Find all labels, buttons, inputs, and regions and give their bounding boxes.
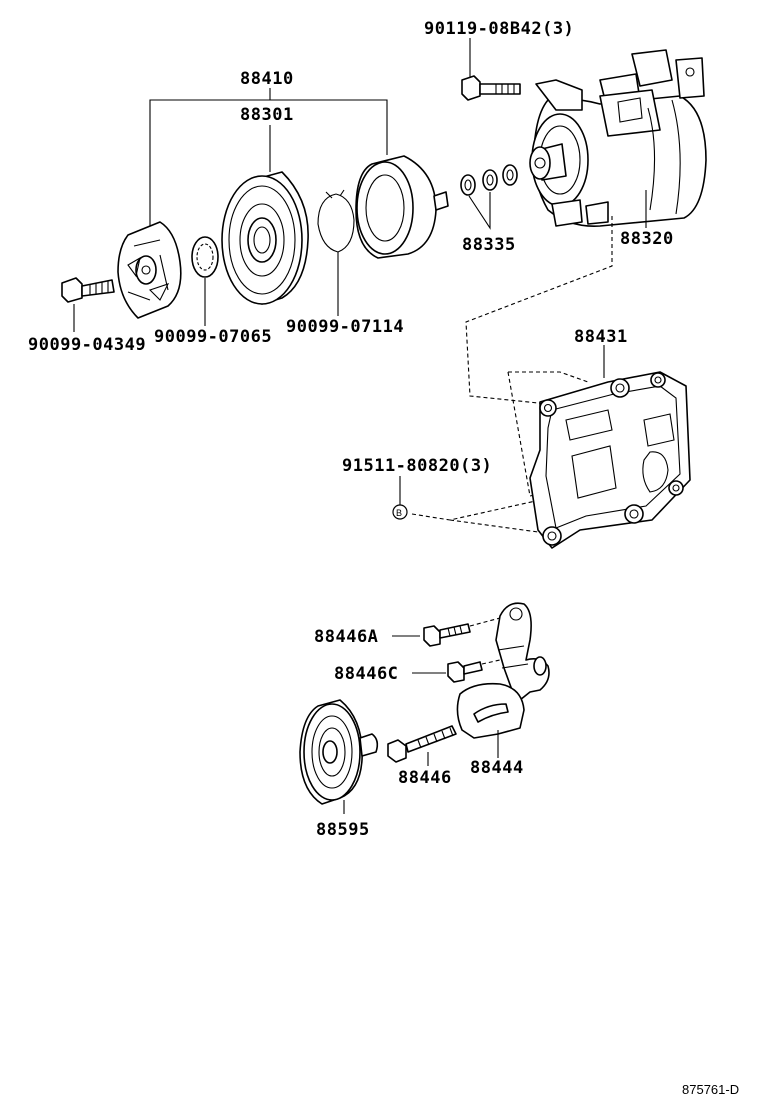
clutch-hub-plate	[117, 221, 182, 319]
stator-coil	[355, 155, 449, 259]
clutch-shim	[191, 236, 219, 278]
label-90099-04349: 90099-04349	[28, 335, 146, 355]
label-88301: 88301	[240, 105, 294, 125]
compressor-body	[529, 49, 707, 227]
label-88444: 88444	[470, 758, 524, 778]
label-88431: 88431	[574, 327, 628, 347]
label-88446a: 88446A	[314, 627, 378, 647]
ref-mark-b-letter: B	[396, 508, 402, 518]
label-90099-07114: 90099-07114	[286, 317, 404, 337]
snap-ring	[317, 189, 355, 253]
guide-bolt-a	[469, 617, 501, 627]
idler-pulley	[299, 699, 379, 805]
label-90119-08b42: 90119-08B42(3)	[424, 19, 574, 39]
leader-shims	[468, 192, 491, 230]
compressor-bracket	[529, 371, 691, 549]
label-88320: 88320	[620, 229, 674, 249]
compressor-bolt	[461, 75, 521, 101]
bolt-88446c	[447, 661, 483, 683]
dashed-guides	[411, 216, 613, 533]
guide-bolt-c	[481, 659, 501, 665]
label-88446c: 88446C	[334, 664, 398, 684]
idler-bracket	[456, 602, 550, 739]
hub-bolt	[61, 277, 115, 303]
bolt-88446a	[423, 623, 471, 647]
label-88595: 88595	[316, 820, 370, 840]
label-88335: 88335	[462, 235, 516, 255]
ref-mark-b	[392, 504, 408, 520]
label-88410: 88410	[240, 69, 294, 89]
label-88446: 88446	[398, 768, 452, 788]
label-91511-80820: 91511-80820(3)	[342, 456, 492, 476]
label-90099-07065: 90099-07065	[154, 327, 272, 347]
illustration-code: 875761-D	[682, 1082, 739, 1097]
clutch-pulley	[221, 171, 309, 305]
compressor-shims	[460, 164, 518, 196]
leader-88410	[149, 88, 388, 230]
adjust-bolt	[387, 725, 457, 763]
